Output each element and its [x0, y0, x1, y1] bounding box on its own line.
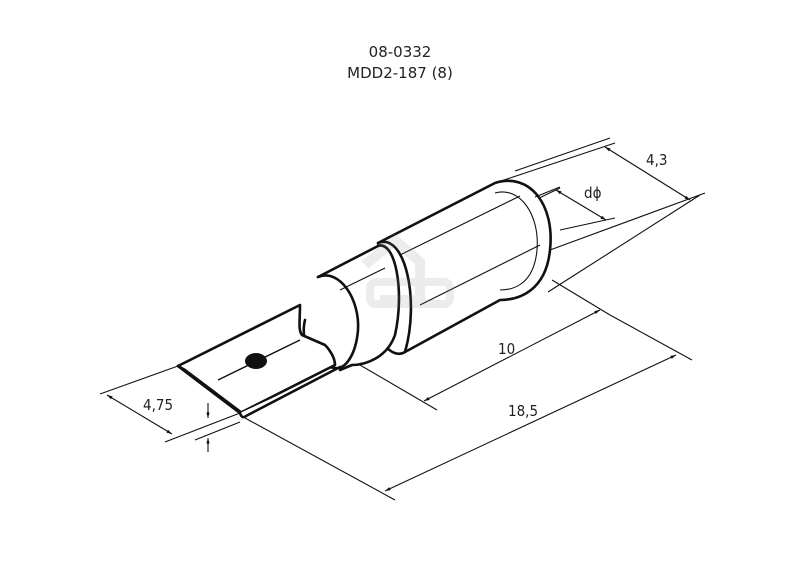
detent-hole	[245, 353, 267, 369]
dimension-outer-diameter	[494, 142, 706, 251]
part-code: 08-0332	[368, 43, 432, 61]
label-blade-width: 4,75	[143, 396, 173, 414]
dimension-blade-thickness	[194, 403, 241, 452]
label-outer-diameter: 4,3	[646, 151, 667, 169]
part-model: MDD2-187 (8)	[347, 64, 453, 82]
tab-blade	[176, 303, 342, 419]
dimension-inner-diameter	[534, 186, 616, 231]
insulation-sleeve	[370, 179, 552, 355]
logo-watermark-icon	[361, 233, 454, 308]
label-total-length: 18,5	[508, 402, 538, 420]
label-inner-diameter: dϕ	[584, 184, 602, 202]
label-insulation-length: 10	[498, 340, 515, 358]
dimension-total-length	[244, 314, 693, 501]
drawing-title: 08-0332 MDD2-187 (8)	[0, 42, 800, 84]
dimension-blade-width	[99, 365, 241, 443]
